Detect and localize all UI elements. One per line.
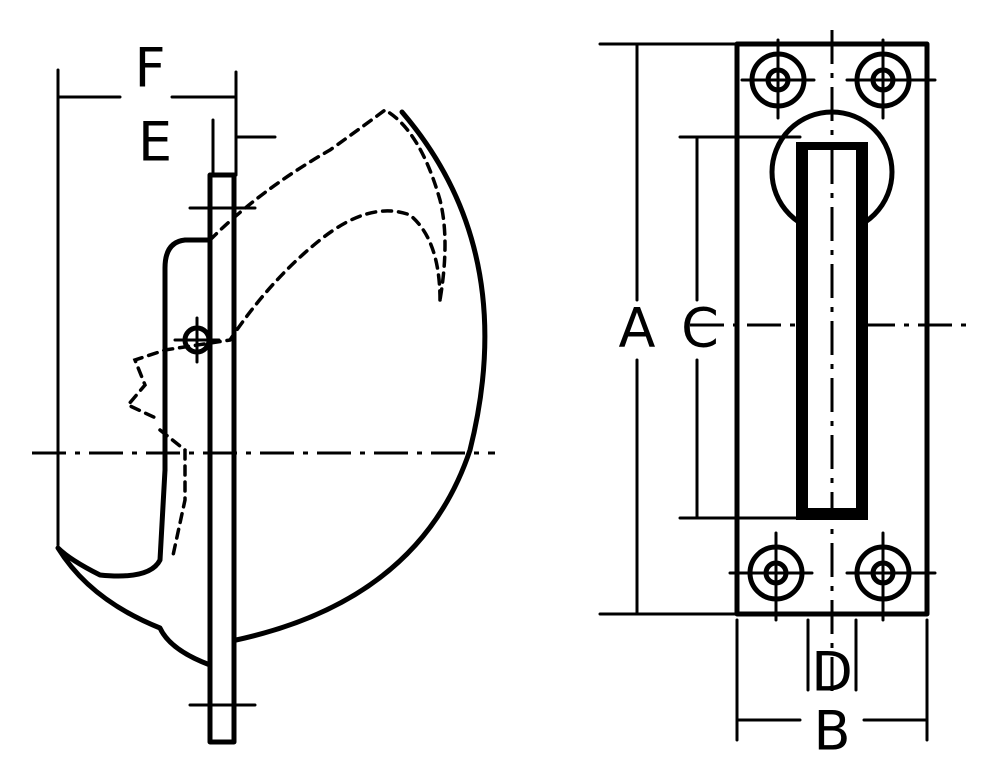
hook-tip — [55, 467, 213, 668]
label-f: F — [134, 37, 165, 100]
open-hook-lower — [158, 428, 187, 562]
screw-top-left — [740, 38, 816, 120]
side-view: F E — [32, 37, 495, 745]
screw-top-right — [845, 38, 937, 120]
screw-bottom-right — [845, 531, 937, 622]
front-view: A C D B — [598, 30, 972, 763]
label-d: D — [811, 641, 853, 704]
hook-body-upper — [162, 237, 213, 473]
label-a: A — [619, 297, 656, 360]
mounting-plate-side — [207, 172, 237, 745]
open-hook-outer — [208, 107, 447, 302]
label-e: E — [138, 111, 172, 174]
label-b: B — [813, 700, 850, 763]
label-c: C — [681, 297, 719, 360]
screw-bottom-left — [728, 531, 814, 622]
open-hook-inner — [125, 209, 442, 422]
hook-swing-arc — [233, 109, 488, 643]
